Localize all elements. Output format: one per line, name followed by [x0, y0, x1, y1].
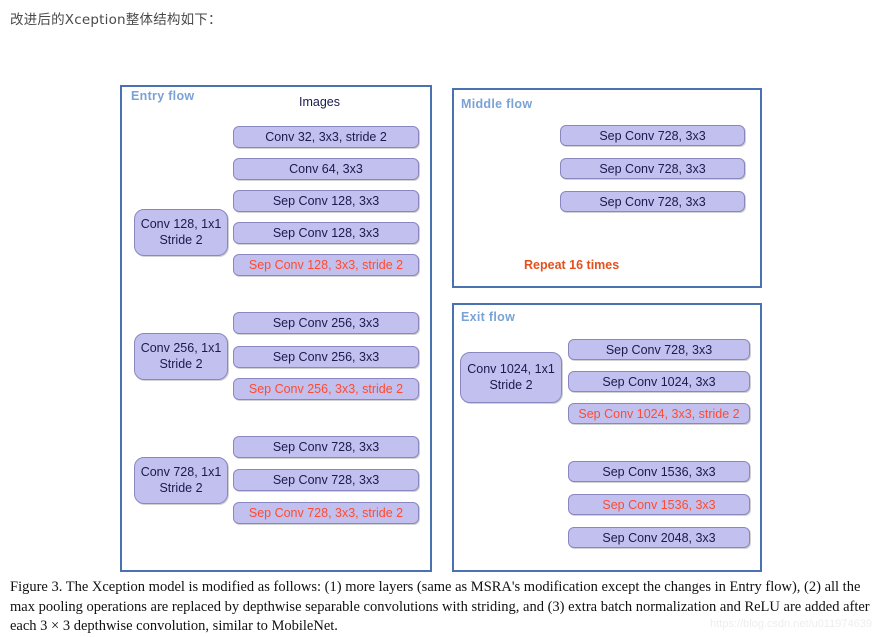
node-exit-sepconv2048[interactable]: Sep Conv 2048, 3x3 [568, 527, 750, 548]
node-entry-sepconv728-b[interactable]: Sep Conv 728, 3x3 [233, 469, 419, 491]
node-exit-skip-conv1024[interactable]: Conv 1024, 1x1 Stride 2 [460, 352, 562, 403]
node-middle-sepconv728-c[interactable]: Sep Conv 728, 3x3 [560, 191, 745, 212]
middle-flow-repeat-note: Repeat 16 times [524, 258, 620, 272]
intro-text: 改进后的Xception整体结构如下： [10, 12, 222, 28]
node-entry-skip-conv128-line2: Stride 2 [159, 232, 203, 247]
watermark-url: https://blog.csdn.net/u011974639 [710, 618, 872, 630]
node-exit-sepconv728[interactable]: Sep Conv 728, 3x3 [568, 339, 750, 360]
node-entry-sepconv256-b[interactable]: Sep Conv 256, 3x3 [233, 346, 419, 368]
node-middle-sepconv728-b[interactable]: Sep Conv 728, 3x3 [560, 158, 745, 179]
node-entry-conv32[interactable]: Conv 32, 3x3, stride 2 [233, 126, 419, 148]
figure-caption: Figure 3. The Xception model is modified… [10, 579, 870, 635]
node-entry-conv64[interactable]: Conv 64, 3x3 [233, 158, 419, 180]
input-label-images: Images [299, 95, 340, 109]
node-entry-skip-conv128-line1: Conv 128, 1x1 [140, 216, 222, 231]
node-entry-skip-conv728-line2: Stride 2 [159, 480, 203, 495]
node-exit-sepconv1024-stride2[interactable]: Sep Conv 1024, 3x3, stride 2 [568, 403, 750, 424]
node-entry-skip-conv128[interactable]: Conv 128, 1x1 Stride 2 [134, 209, 228, 256]
panel-middle-flow [452, 88, 762, 288]
panel-title-middle-flow: Middle flow [461, 97, 533, 111]
node-entry-skip-conv728[interactable]: Conv 728, 1x1 Stride 2 [134, 457, 228, 504]
node-entry-skip-conv256-line2: Stride 2 [159, 356, 203, 371]
node-entry-sepconv128-stride2[interactable]: Sep Conv 128, 3x3, stride 2 [233, 254, 419, 276]
node-exit-skip-conv1024-line1: Conv 1024, 1x1 [467, 361, 555, 376]
node-entry-skip-conv256-line1: Conv 256, 1x1 [140, 340, 222, 355]
node-exit-sepconv1024[interactable]: Sep Conv 1024, 3x3 [568, 371, 750, 392]
node-entry-sepconv728-stride2[interactable]: Sep Conv 728, 3x3, stride 2 [233, 502, 419, 524]
node-entry-sepconv128-b[interactable]: Sep Conv 128, 3x3 [233, 222, 419, 244]
panel-title-entry-flow: Entry flow [131, 89, 195, 103]
node-exit-sepconv1536-a[interactable]: Sep Conv 1536, 3x3 [568, 461, 750, 482]
node-entry-skip-conv256[interactable]: Conv 256, 1x1 Stride 2 [134, 333, 228, 380]
node-entry-sepconv256-a[interactable]: Sep Conv 256, 3x3 [233, 312, 419, 334]
node-entry-sepconv728-a[interactable]: Sep Conv 728, 3x3 [233, 436, 419, 458]
node-entry-sepconv128-a[interactable]: Sep Conv 128, 3x3 [233, 190, 419, 212]
node-entry-skip-conv728-line1: Conv 728, 1x1 [140, 464, 222, 479]
node-exit-skip-conv1024-line2: Stride 2 [489, 377, 533, 392]
panel-title-exit-flow: Exit flow [461, 310, 516, 324]
node-exit-sepconv1536-b[interactable]: Sep Conv 1536, 3x3 [568, 494, 750, 515]
node-middle-sepconv728-a[interactable]: Sep Conv 728, 3x3 [560, 125, 745, 146]
node-entry-sepconv256-stride2[interactable]: Sep Conv 256, 3x3, stride 2 [233, 378, 419, 400]
